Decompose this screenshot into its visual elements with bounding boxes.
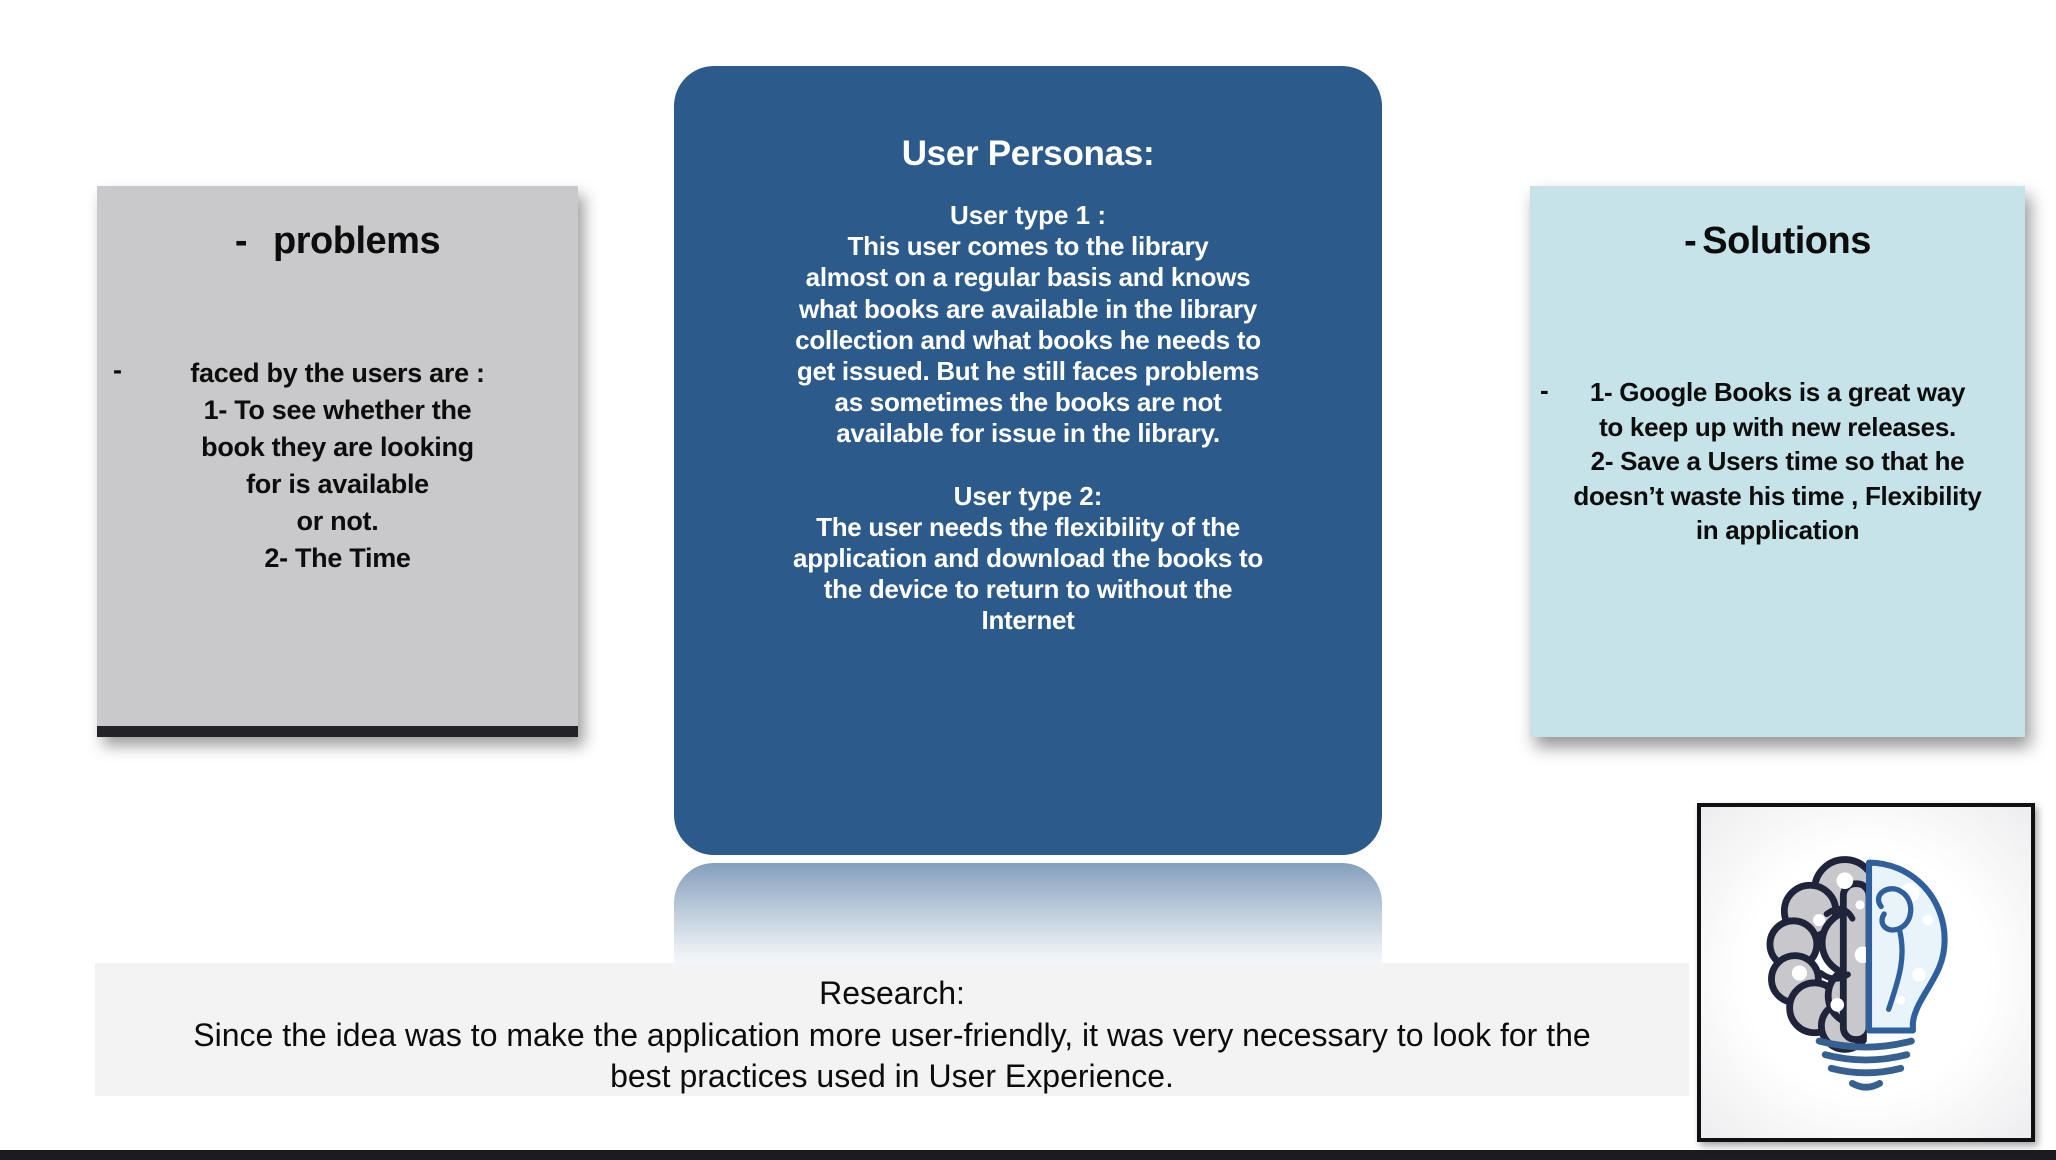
user-personas-card: User Personas: User type 1 : This user c… — [674, 66, 1382, 855]
user-type-1-heading: User type 1 : — [949, 200, 1107, 230]
bullet-dash-icon: - — [1540, 375, 1549, 405]
bullet-dash-icon: - — [1684, 220, 1697, 262]
problems-card-body: - faced by the users are : 1- To see whe… — [97, 355, 578, 577]
user-type-2-heading: User type 2: — [953, 480, 1103, 511]
bullet-dash-icon: - — [234, 220, 248, 262]
user-type-1-section: User type 1 : This user comes to the lib… — [674, 200, 1382, 450]
problems-card-title: - problems — [97, 220, 578, 263]
problems-title-text: problems — [273, 220, 441, 262]
user-type-1-text: This user comes to the library almost on… — [795, 231, 1261, 449]
brain-lightbulb-icon — [1766, 855, 1948, 1091]
solutions-card: - Solutions - 1- Google Books is a great… — [1530, 186, 2025, 737]
bottom-bar — [0, 1150, 2056, 1160]
bullet-dash-icon: - — [113, 355, 122, 385]
user-personas-title: User Personas: — [901, 134, 1155, 173]
personas-card-reflection — [674, 863, 1382, 981]
problems-body-text: faced by the users are : 1- To see wheth… — [190, 358, 485, 573]
user-type-2-section: User type 2: The user needs the flexibil… — [674, 481, 1382, 637]
research-note: Research: Since the idea was to make the… — [95, 963, 1689, 1096]
solutions-body-text: 1- Google Books is a great way to keep u… — [1573, 377, 1982, 546]
solutions-card-title: - Solutions — [1530, 220, 2025, 263]
problems-card: - problems - faced by the users are : 1-… — [97, 186, 578, 737]
brain-lightbulb-image-frame — [1697, 803, 2035, 1142]
research-heading: Research: — [819, 975, 965, 1011]
user-type-2-text: The user needs the flexibility of the ap… — [793, 511, 1263, 636]
solutions-title-text: Solutions — [1702, 220, 1871, 262]
solutions-card-body: - 1- Google Books is a great way to keep… — [1530, 375, 2025, 548]
research-body-text: Since the idea was to make the applicati… — [193, 1016, 1591, 1095]
